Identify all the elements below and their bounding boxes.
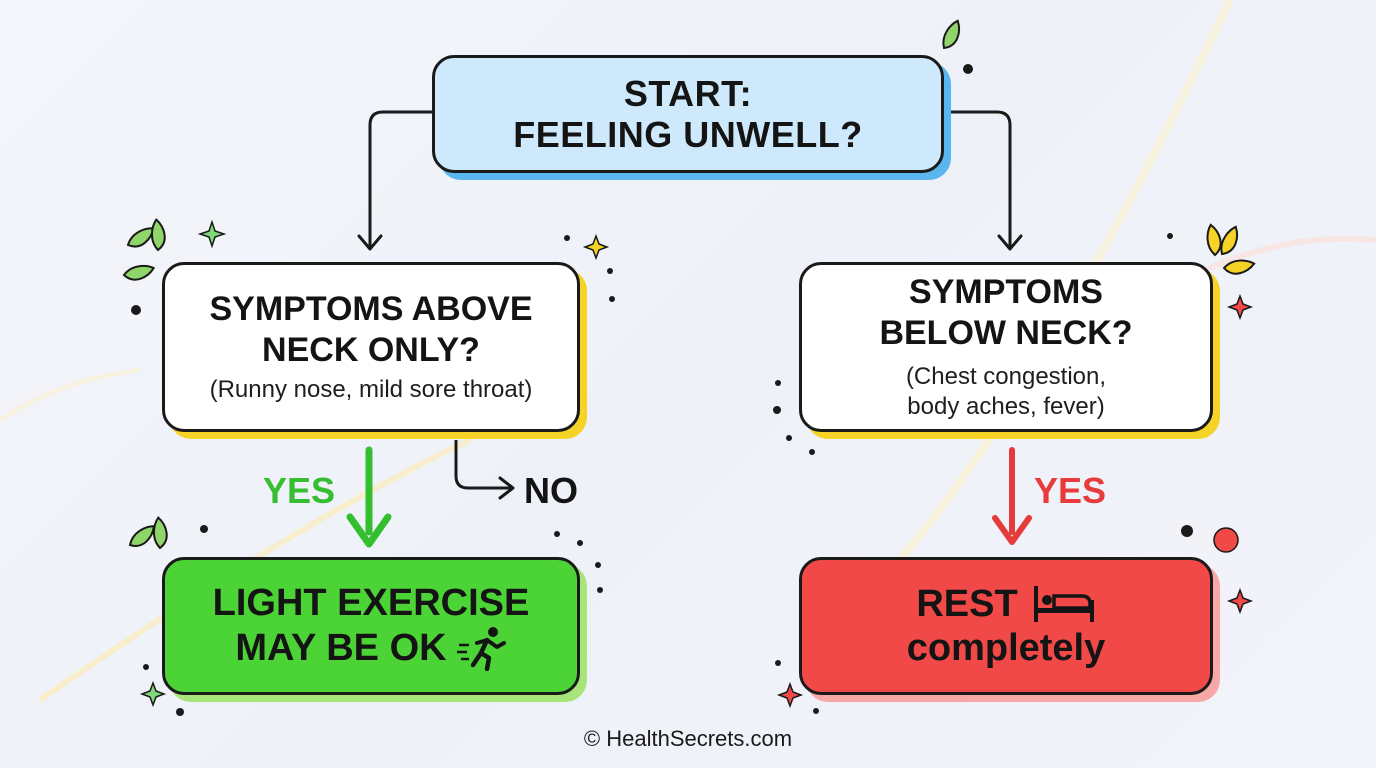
yes-label-left: YES xyxy=(263,470,336,511)
sparkle-icon xyxy=(139,680,167,708)
rest-line1: REST xyxy=(916,583,1018,625)
question-below-neck-line2: BELOW NECK? xyxy=(879,314,1133,352)
question-above-neck-line1: SYMPTOMS ABOVE xyxy=(209,290,533,328)
question-above-neck-detail: (Runny nose, mild sore throat) xyxy=(209,376,533,403)
sparkle-icon xyxy=(1226,293,1254,321)
light-exercise-line2: MAY BE OK xyxy=(235,627,447,669)
leaf-icon xyxy=(122,261,155,284)
running-person-icon xyxy=(456,625,507,671)
question-below-neck-line1: SYMPTOMS xyxy=(909,273,1103,311)
start-to-left-connector xyxy=(368,110,432,247)
leaf-icon xyxy=(125,524,159,549)
start-line1: START: xyxy=(623,73,753,114)
copyright-footer: © HealthSecrets.com xyxy=(583,726,793,751)
question-below-neck-detail1: (Chest congestion, xyxy=(905,363,1107,390)
no-connector xyxy=(454,440,511,490)
start-node: START: FEELING UNWELL? xyxy=(432,55,944,173)
rest-result-node: REST completely xyxy=(799,557,1213,695)
no-arrowhead xyxy=(498,476,515,500)
yes-left-arrowhead xyxy=(346,513,392,548)
question-below-neck-node: SYMPTOMS BELOW NECK? (Chest congestion, … xyxy=(799,262,1213,432)
yes-label-right: YES xyxy=(1034,470,1107,511)
start-line2: FEELING UNWELL? xyxy=(513,114,863,155)
leaf-icon xyxy=(1222,254,1256,280)
sparkle-icon xyxy=(197,219,227,249)
no-label: NO xyxy=(524,470,578,511)
sparkle-icon xyxy=(776,681,804,709)
light-exercise-line1: LIGHT EXERCISE xyxy=(212,582,530,624)
leaf-icon xyxy=(934,19,969,52)
question-below-neck-detail2: body aches, fever) xyxy=(907,393,1105,420)
start-to-right-arrowhead xyxy=(997,234,1023,251)
rest-line2: completely xyxy=(906,627,1106,669)
light-exercise-result-node: LIGHT EXERCISE MAY BE OK xyxy=(162,557,580,695)
question-above-neck-node: SYMPTOMS ABOVE NECK ONLY? (Runny nose, m… xyxy=(162,262,580,432)
sparkle-icon xyxy=(1226,587,1254,615)
yes-right-arrowhead xyxy=(992,515,1032,545)
start-to-left-arrowhead xyxy=(357,234,383,251)
question-above-neck-line2: NECK ONLY? xyxy=(262,331,480,369)
sparkle-icon xyxy=(582,233,610,261)
start-to-right-connector xyxy=(944,110,1012,247)
bed-icon xyxy=(1032,584,1096,624)
